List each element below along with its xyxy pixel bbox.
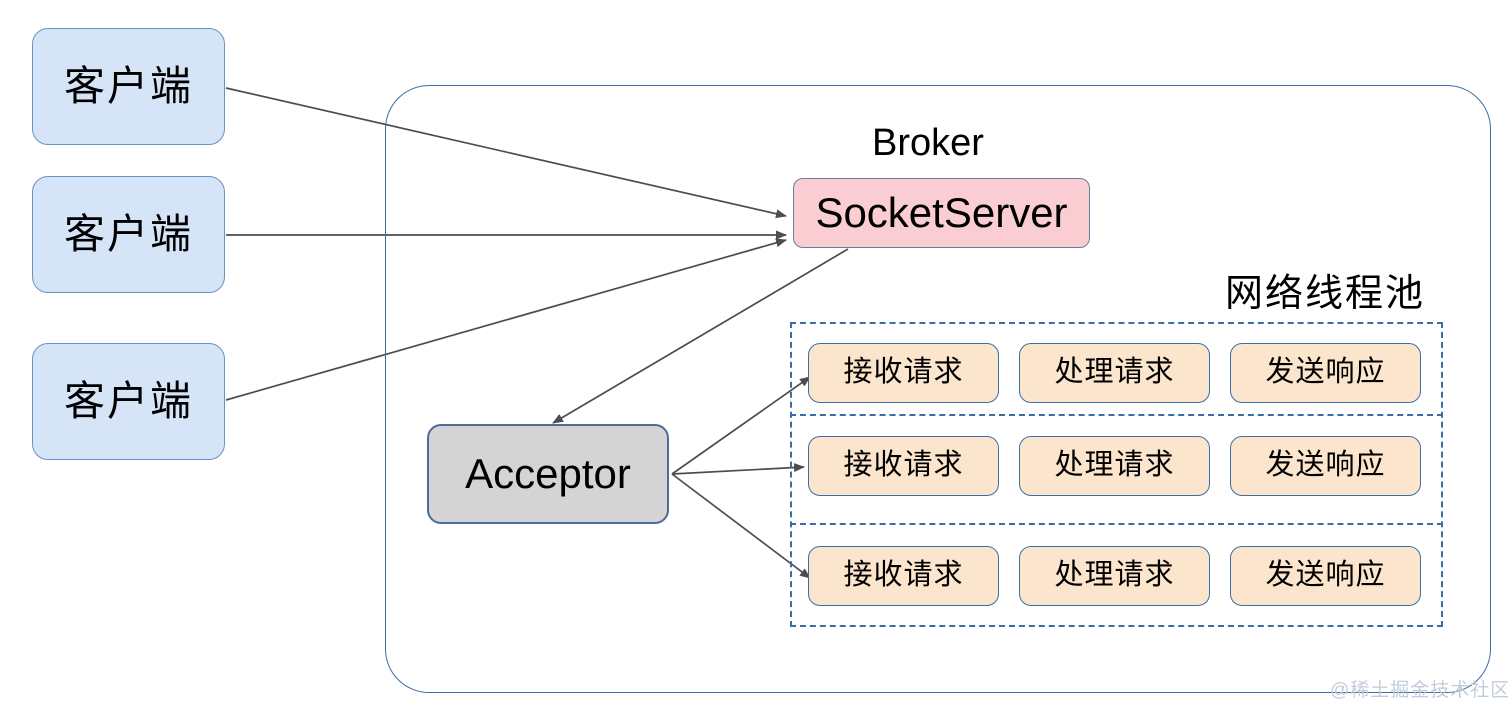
thread-stage-row3-respond-label: 发送响应 — [1265, 559, 1386, 592]
client-node-1-label: 客户端 — [64, 62, 193, 109]
client-node-2[interactable]: 客户端 — [32, 176, 225, 293]
socketserver-label: SocketServer — [815, 188, 1068, 236]
thread-stage-row2-process-label: 处理请求 — [1054, 449, 1175, 482]
network-thread-pool-title: 网络线程池 — [1225, 273, 1426, 315]
thread-stage-row3-receive-label: 接收请求 — [843, 559, 964, 592]
thread-stage-row1-receive-label: 接收请求 — [843, 356, 964, 389]
thread-stage-row1-receive[interactable]: 接收请求 — [808, 343, 999, 403]
thread-stage-row3-process-label: 处理请求 — [1054, 559, 1175, 592]
acceptor-node[interactable]: Acceptor — [427, 424, 669, 524]
broker-title: Broker — [872, 122, 984, 164]
acceptor-label: Acceptor — [465, 449, 631, 497]
thread-stage-row3-receive[interactable]: 接收请求 — [808, 546, 999, 606]
client-node-3-label: 客户端 — [64, 377, 193, 424]
client-node-2-label: 客户端 — [64, 210, 193, 257]
client-node-1[interactable]: 客户端 — [32, 28, 225, 145]
thread-stage-row1-respond[interactable]: 发送响应 — [1230, 343, 1421, 403]
thread-stage-row1-respond-label: 发送响应 — [1265, 356, 1386, 389]
thread-stage-row2-respond[interactable]: 发送响应 — [1230, 436, 1421, 496]
thread-stage-row1-process-label: 处理请求 — [1054, 356, 1175, 389]
pool-row-divider-1 — [790, 414, 1443, 416]
thread-stage-row2-receive[interactable]: 接收请求 — [808, 436, 999, 496]
broker-frame — [385, 85, 1491, 693]
watermark: @稀土掘金技术社区 — [1330, 680, 1511, 701]
thread-stage-row3-respond[interactable]: 发送响应 — [1230, 546, 1421, 606]
thread-stage-row2-receive-label: 接收请求 — [843, 449, 964, 482]
thread-stage-row2-process[interactable]: 处理请求 — [1019, 436, 1210, 496]
thread-stage-row1-process[interactable]: 处理请求 — [1019, 343, 1210, 403]
pool-row-divider-2 — [790, 523, 1443, 525]
thread-stage-row3-process[interactable]: 处理请求 — [1019, 546, 1210, 606]
socketserver-node[interactable]: SocketServer — [793, 178, 1090, 248]
client-node-3[interactable]: 客户端 — [32, 343, 225, 460]
network-thread-pool-frame — [790, 322, 1443, 627]
thread-stage-row2-respond-label: 发送响应 — [1265, 449, 1386, 482]
